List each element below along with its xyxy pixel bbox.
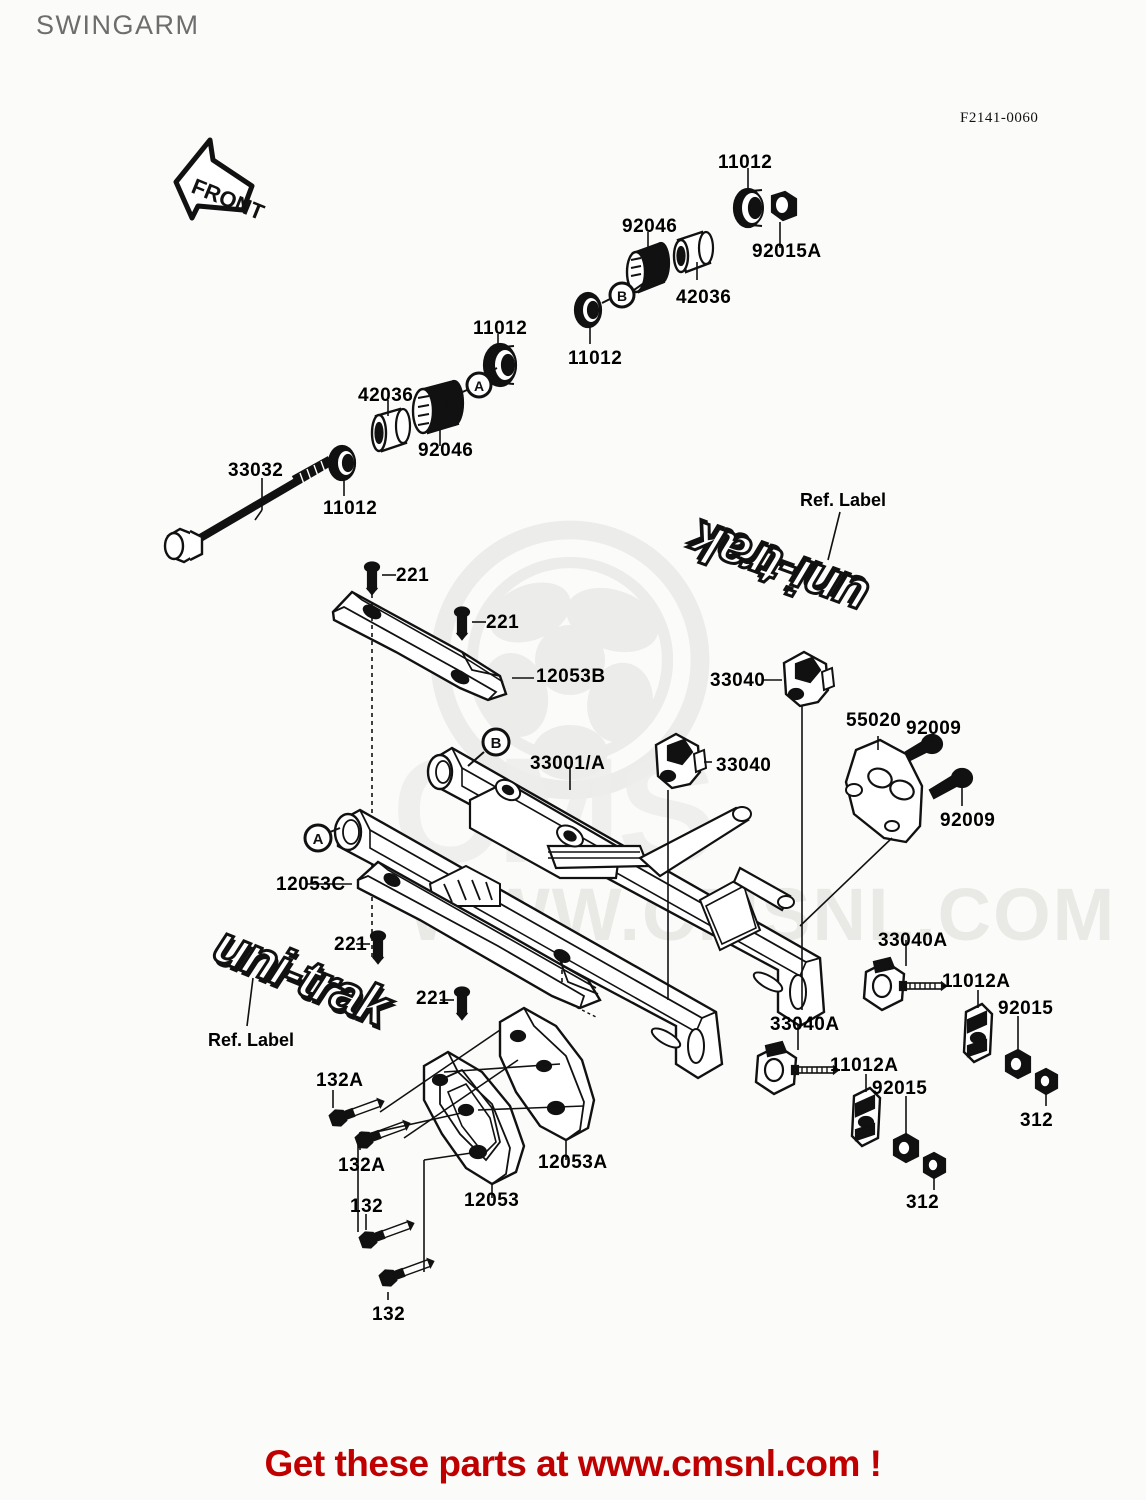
part-label-132-a: 132 xyxy=(350,1196,384,1217)
part-label-33040-b: 33040 xyxy=(716,755,772,776)
part-label-92015-b: 92015 xyxy=(872,1078,928,1099)
part-33032-pivot-shaft xyxy=(163,456,333,564)
part-label-221-b: 221 xyxy=(486,612,520,633)
part-label-11012-c: 11012 xyxy=(473,318,528,339)
part-92046-upper xyxy=(625,241,671,294)
part-group-chain-guides-lower xyxy=(327,1006,596,1300)
part-group-33040-adjusters xyxy=(654,650,836,1010)
svg-text:A: A xyxy=(313,831,324,848)
svg-text:uni-trak: uni-trak xyxy=(680,509,876,629)
part-label-221-d: 221 xyxy=(416,988,450,1009)
part-label-221-c: 221 xyxy=(334,934,368,955)
svg-text:A: A xyxy=(474,378,484,394)
part-312-upper xyxy=(1034,1067,1059,1096)
marker-b-lower: B xyxy=(467,727,511,767)
part-label-33040A-b: 33040A xyxy=(770,1014,840,1035)
part-92015A-nut xyxy=(770,190,798,222)
part-label-42036-b: 42036 xyxy=(358,385,414,406)
part-92009-upper xyxy=(904,733,944,762)
part-221-screw-3 xyxy=(369,930,387,965)
part-label-132A-a: 132A xyxy=(316,1070,364,1091)
part-11012A-lower xyxy=(850,1086,882,1148)
part-33040-upper xyxy=(782,650,836,708)
part-92015-upper xyxy=(1004,1048,1032,1080)
marker-a-upper: A xyxy=(457,367,498,399)
ref-label-text-upper: Ref. Label xyxy=(800,490,887,510)
part-312-lower xyxy=(922,1151,947,1180)
part-label-132-b: 132 xyxy=(372,1304,406,1325)
part-33040-lower xyxy=(654,732,708,790)
part-42036-upper xyxy=(672,230,715,274)
part-label-11012A-a: 11012A xyxy=(942,971,1011,992)
marker-a-lower: A xyxy=(303,823,341,853)
part-92009-lower xyxy=(928,767,974,800)
part-label-92015-a: 92015 xyxy=(998,998,1054,1019)
part-label-33001A: 33001/A xyxy=(530,753,606,774)
part-132-bolt-1 xyxy=(357,1214,417,1252)
part-132-bolt-2 xyxy=(377,1252,437,1290)
part-label-11012A-b: 11012A xyxy=(830,1055,899,1076)
part-label-12053C: 12053C xyxy=(276,874,346,895)
part-label-92046: 92046 xyxy=(622,216,678,237)
part-12053B-chain-guard xyxy=(331,590,508,702)
part-33001A-swingarm: B A xyxy=(303,727,826,1080)
part-33040A-lower xyxy=(754,1040,840,1096)
svg-text:B: B xyxy=(617,288,627,304)
part-label-92046-b: 92046 xyxy=(418,440,474,461)
part-label-33040-a: 33040 xyxy=(710,670,766,691)
part-label-92015A: 92015A xyxy=(752,241,822,262)
part-group-adjuster-hardware-right xyxy=(754,940,1059,1190)
part-12053 xyxy=(422,1050,526,1186)
front-direction-arrow: FRONT xyxy=(173,137,268,225)
part-group-55020-guard xyxy=(799,733,974,927)
part-11012-upper-left xyxy=(573,291,603,329)
part-label-55020: 55020 xyxy=(846,710,902,731)
ref-label-unitrak-upper: uni-trak uni-trak xyxy=(677,504,877,630)
part-group-chain-guard-upper xyxy=(331,561,534,960)
part-221-screw-1 xyxy=(363,561,381,596)
part-11012A-upper xyxy=(962,1002,994,1064)
part-label-312-a: 312 xyxy=(1020,1110,1054,1131)
part-11012-mid-right xyxy=(482,342,518,388)
part-132A-bolt-1 xyxy=(327,1092,387,1130)
part-11012-shaft xyxy=(327,444,357,482)
part-label-33040A-a: 33040A xyxy=(878,930,948,951)
part-label-33032: 33032 xyxy=(228,460,284,481)
part-label-92009-a: 92009 xyxy=(906,718,962,739)
page-title: SWINGARM xyxy=(36,10,200,40)
part-group-pivot-shaft: A xyxy=(163,334,518,564)
part-label-132A-b: 132A xyxy=(338,1155,386,1176)
ref-label-text-lower: Ref. Label xyxy=(208,1030,295,1050)
diagram-code: F2141-0060 xyxy=(960,110,1039,126)
svg-text:B: B xyxy=(491,735,502,752)
part-11012-upper-right xyxy=(732,187,764,229)
part-label-312-b: 312 xyxy=(906,1192,940,1213)
part-label-92009-b: 92009 xyxy=(940,810,996,831)
part-label-11012: 11012 xyxy=(718,152,773,173)
part-label-12053: 12053 xyxy=(464,1190,520,1211)
part-221-screw-2 xyxy=(453,606,471,641)
part-group-upper-pivot: B xyxy=(573,168,798,344)
part-label-11012-b: 11012 xyxy=(568,348,623,369)
part-label-221-a: 221 xyxy=(396,565,430,586)
part-221-screw-4 xyxy=(453,986,471,1021)
part-group-chain-slider-12053C xyxy=(306,860,602,1021)
part-label-42036: 42036 xyxy=(676,287,732,308)
footer-cta[interactable]: Get these parts at www.cmsnl.com ! xyxy=(264,1443,882,1484)
part-label-11012-d: 11012 xyxy=(323,498,378,519)
part-92046-mid xyxy=(411,379,465,435)
part-92015-lower xyxy=(892,1132,920,1164)
part-label-12053B: 12053B xyxy=(536,666,606,687)
part-132A-bolt-2 xyxy=(353,1114,413,1152)
part-label-12053A: 12053A xyxy=(538,1152,608,1173)
marker-b-upper: B xyxy=(601,281,645,309)
part-33040A-upper xyxy=(862,956,948,1012)
part-42036-mid xyxy=(370,407,412,453)
